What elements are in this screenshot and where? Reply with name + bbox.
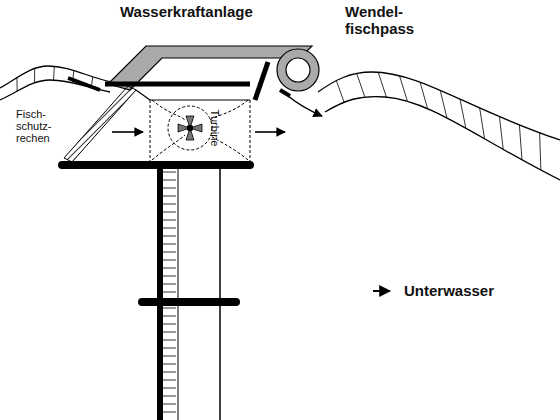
- turbine-label: Turbine: [209, 110, 221, 147]
- legend-arrow: [372, 285, 398, 297]
- turbine-symbol: [152, 100, 248, 160]
- dam-shaft: [62, 165, 250, 420]
- river-banks: [0, 66, 560, 180]
- spiral-fish-pass: [277, 49, 319, 96]
- plant-housing: [64, 46, 312, 162]
- part-label: Fisch- schutz- rechen: [16, 108, 51, 144]
- legend-text: Unterwasser: [404, 282, 494, 299]
- bank-hatching: [17, 66, 541, 170]
- part-label: Wendel- fischpass: [345, 4, 414, 37]
- legend-entry: Unterwasser: [372, 282, 494, 299]
- part-label: Wasserkraftanlage: [120, 4, 253, 21]
